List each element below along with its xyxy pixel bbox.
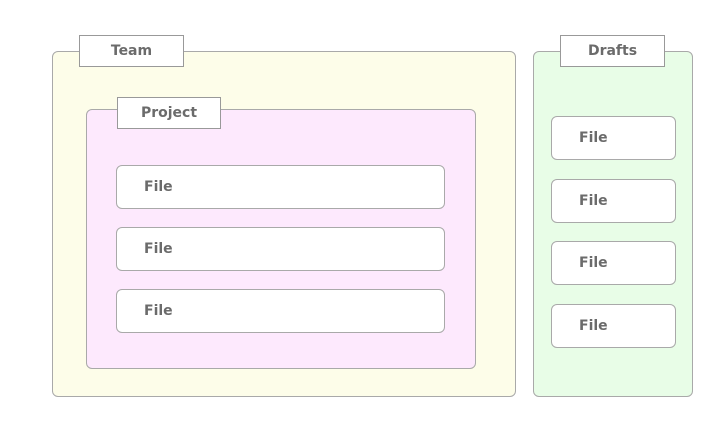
- drafts-file-node: File: [551, 241, 676, 285]
- project-file-node: File: [116, 289, 445, 333]
- drafts-file-node: File: [551, 179, 676, 223]
- project-group-label: Project: [117, 97, 221, 129]
- drafts-file-node: File: [551, 304, 676, 348]
- drafts-file-node: File: [551, 116, 676, 160]
- project-file-node: File: [116, 165, 445, 209]
- team-group-label: Team: [79, 35, 184, 67]
- project-file-node: File: [116, 227, 445, 271]
- drafts-group-label: Drafts: [560, 35, 665, 67]
